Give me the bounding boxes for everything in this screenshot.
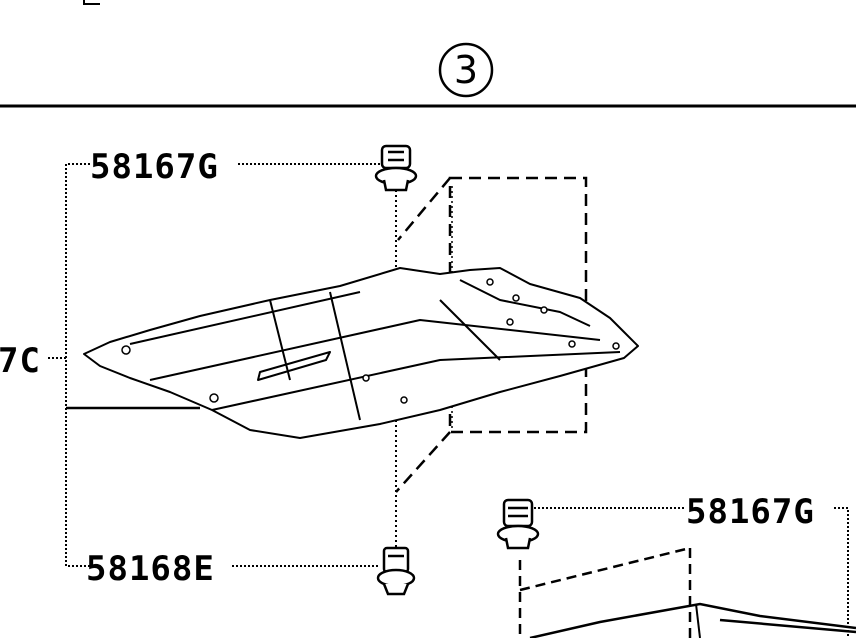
- part-label-top: 58167G: [90, 147, 219, 187]
- part-label-right: 58167G: [686, 492, 815, 532]
- part-label-left-partial: 7C: [0, 341, 41, 381]
- clip-top: [374, 144, 418, 192]
- part-label-bottom: 58168E: [86, 549, 215, 589]
- section-number: 3: [454, 48, 478, 92]
- leader-lines: [232, 163, 849, 638]
- left-bracket: [48, 163, 90, 567]
- second-cover-partial: [518, 546, 856, 638]
- section-number-circle: [438, 42, 494, 98]
- section-number-badge: 3: [438, 42, 494, 98]
- engine-under-cover: [83, 267, 639, 439]
- top-edge-mark: [83, 0, 100, 5]
- clip-right: [496, 498, 540, 550]
- clip-bottom: [376, 546, 416, 596]
- cover-holes: [121, 278, 620, 404]
